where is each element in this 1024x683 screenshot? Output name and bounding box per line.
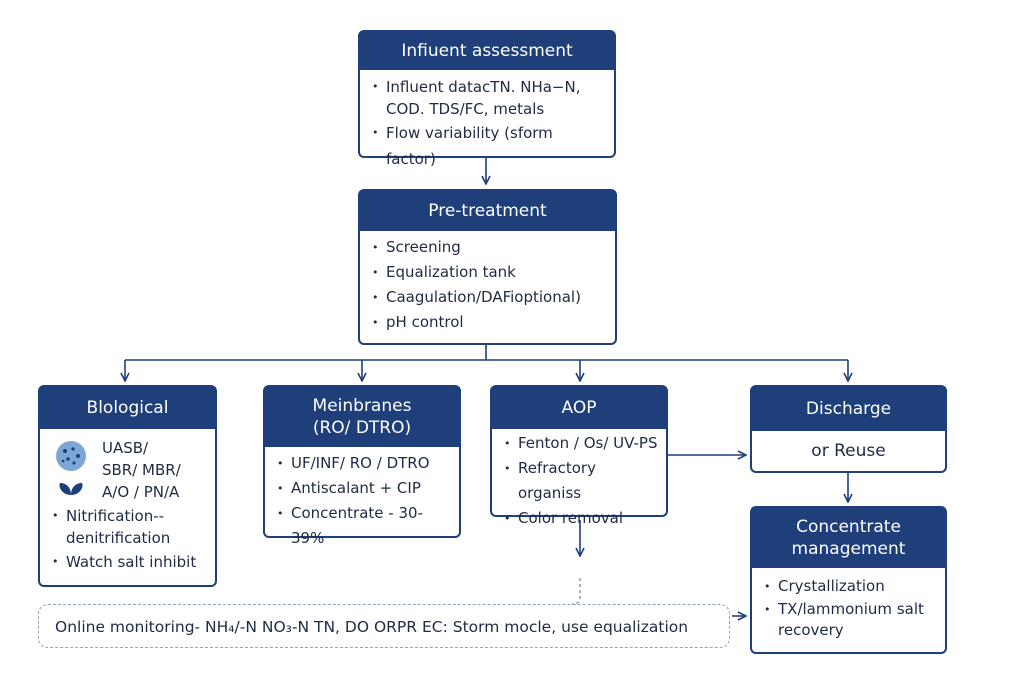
aop-item: Refractory organiss	[504, 456, 658, 506]
biological-item-line: denitrification	[66, 529, 171, 547]
discharge-box: Discharge or Reuse	[750, 385, 947, 473]
influent-item-line: COD. TDS/FC, metals	[386, 100, 545, 118]
influent-assessment-body: Influent datacTN. NHa−N, COD. TDS/FC, me…	[360, 70, 614, 172]
concentrate-item: TX/lammonium salt recovery	[764, 599, 937, 641]
membranes-item: UF/INF/ RO / DTRO	[277, 451, 451, 476]
aop-body: Fenton / Os/ UV-PS Refractory organiss C…	[492, 429, 666, 531]
membranes-box: Meinbranes (RO/ DTRO) UF/INF/ RO / DTRO …	[263, 385, 461, 547]
aop-item: Fenton / Os/ UV-PS	[504, 431, 658, 456]
concentrate-item-line: TX/lammonium salt	[778, 600, 924, 618]
dashed-aop-to-monitoring	[571, 578, 581, 605]
pretreatment-item: pH control	[372, 310, 607, 335]
biological-process: SBR/ MBR/	[102, 461, 181, 479]
biological-process-row: UASB/ SBR/ MBR/ A/O / PN/A	[40, 429, 215, 503]
biological-item: Watch salt inhibit	[52, 549, 207, 575]
concentrate-management-body: Crystallization TX/lammonium salt recove…	[752, 568, 945, 641]
aop-item: Color removal	[504, 506, 658, 531]
aop-box: AOP Fenton / Os/ UV-PS Refractory organi…	[490, 385, 668, 531]
biological-process: UASB/	[102, 439, 149, 457]
pretreatment-item: Screening	[372, 235, 607, 260]
biological-item: Nitrification-- denitrification	[52, 505, 207, 549]
discharge-title: Discharge	[752, 387, 945, 431]
pretreatment-item: Equalization tank	[372, 260, 607, 285]
pretreatment-body: Screening Equalization tank Caagulation/…	[360, 231, 615, 335]
concentrate-management-box: Concentrate management Crystallization T…	[750, 506, 947, 654]
microbe-and-plant-icon	[56, 441, 86, 495]
membranes-title-line: Meinbranes	[312, 396, 412, 416]
pretreatment-item: Caagulation/DAFioptional)	[372, 285, 607, 310]
membranes-item: Antiscalant + CIP	[277, 476, 451, 501]
biological-item-line: Nitrification--	[66, 507, 165, 525]
influent-item: Flow variability (sform factor)	[372, 120, 606, 172]
biological-box: Blological UASB/ SBR/ MBR/ A/O / PN/A Ni…	[38, 385, 217, 587]
concentrate-title-line: management	[791, 539, 906, 559]
discharge-body: or Reuse	[811, 441, 886, 461]
biological-body: Nitrification-- denitrification Watch sa…	[40, 503, 215, 575]
membranes-item: Concentrate - 30-39%	[277, 501, 451, 551]
membranes-title: Meinbranes (RO/ DTRO)	[265, 387, 459, 447]
membranes-body: UF/INF/ RO / DTRO Antiscalant + CIP Conc…	[265, 447, 459, 551]
pretreatment-box: Pre-treatment Screening Equalization tan…	[358, 189, 617, 345]
concentrate-management-title: Concentrate management	[752, 508, 945, 568]
pretreatment-title: Pre-treatment	[360, 191, 615, 231]
concentrate-item: Crystallization	[764, 574, 937, 599]
membranes-title-line: (RO/ DTRO)	[312, 418, 412, 438]
biological-process-list: UASB/ SBR/ MBR/ A/O / PN/A	[102, 437, 181, 503]
influent-item-line: Influent datacTN. NHa−N,	[386, 78, 581, 96]
influent-assessment-title: Infiuent assessment	[360, 32, 614, 70]
concentrate-title-line: Concentrate	[796, 517, 901, 537]
influent-item: Influent datacTN. NHa−N, COD. TDS/FC, me…	[372, 76, 606, 120]
concentrate-item-line: recovery	[778, 621, 844, 639]
biological-process: A/O / PN/A	[102, 483, 180, 501]
aop-title: AOP	[492, 387, 666, 429]
biological-title: Blological	[40, 387, 215, 429]
online-monitoring-note: Online monitoring- NH₄/-N NO₃-N TN, DO O…	[38, 604, 730, 648]
influent-assessment-box: Infiuent assessment Influent datacTN. NH…	[358, 30, 616, 168]
